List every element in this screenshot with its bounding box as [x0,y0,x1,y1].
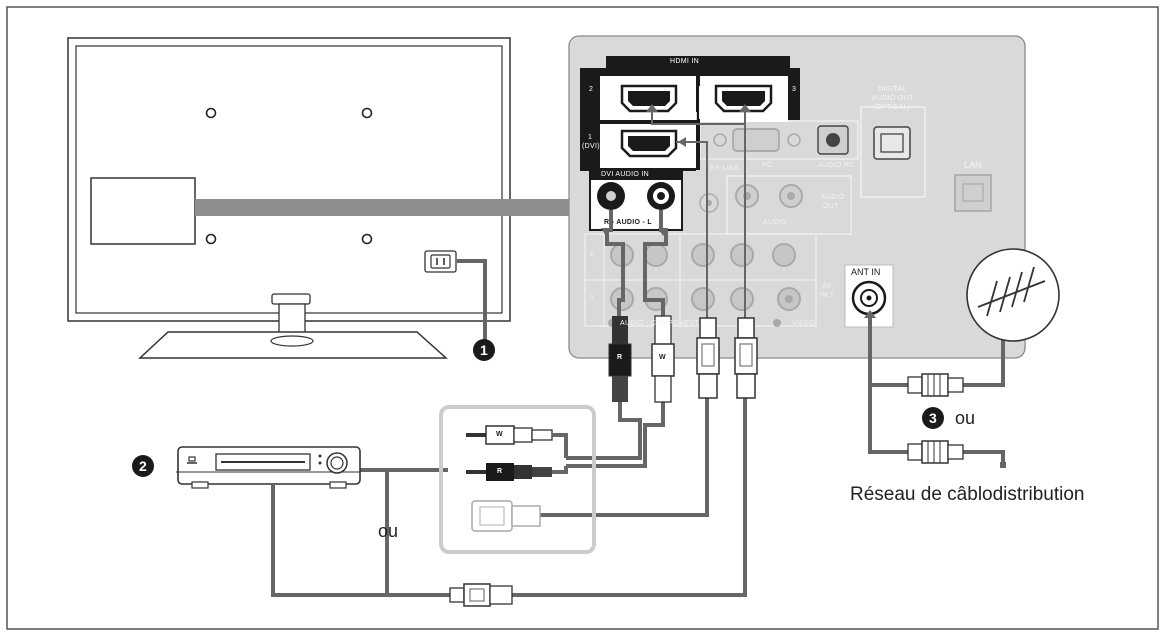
callout-1-badge [473,339,495,361]
audio-out-label-1: AUDIO [821,194,845,201]
callout-2-number: 2 [139,458,147,474]
callout-1-number: 1 [480,342,488,358]
dvi-audio-in-block [589,169,683,231]
plug-r-label: R [617,354,623,361]
box-plug-w-label: W [496,431,503,438]
av-row-2-label: 2 [590,251,595,258]
outer-frame [6,6,1159,630]
tv-terminal-cover [90,177,196,245]
antenna-icon [966,248,1060,342]
or-label-right: ou [955,408,976,428]
hdmi-plug-icon [449,583,513,607]
rca-plug-white-icon [651,315,675,403]
audio-out-jacks [699,175,852,235]
hdmi-in-block [580,56,800,171]
wall-mount-hole-icon [361,107,373,119]
wall-mount-hole-icon [205,233,217,245]
video-label: VIDEO [792,320,816,327]
lan-label: LAN [964,160,982,170]
dvi-audio-in-label: DVI AUDIO IN [601,171,649,178]
audio-out-label-2: OUT [823,203,839,210]
av-in-label-2: IN 1 [820,292,835,299]
dvi-audio-row-label: R - AUDIO - L [604,219,652,226]
coax-plug-icon [907,440,964,464]
source-cables-box [439,405,596,554]
pc-label: PC [762,162,773,169]
rear-panel [568,35,1026,359]
box-plug-r-label: R [497,468,503,475]
hdmi-plug-icon [696,317,720,399]
wall-mount-hole-icon [205,107,217,119]
hdmi-in-label: HDMI IN [670,58,699,65]
route-arrowheads [601,104,876,318]
callout-3-number: 3 [929,410,937,426]
digital-audio-out-label-1: DIGITAL [878,86,907,93]
ant-in-block [844,264,894,328]
power-socket-icon [424,250,457,273]
av-in-label-1: AV [822,283,832,290]
lan-port-icon [954,174,992,212]
hdmi-port-1-label: 1 [588,134,593,141]
hdmi-port-3-label: 3 [792,86,797,93]
audio-row-label: AUDIO - [763,219,792,226]
callout-3-badge [922,407,944,429]
rca-plug-red-icon [466,463,552,481]
hdmi-port-1-dvi-label: (DVI) [582,143,600,150]
tv-rear-view [67,37,511,359]
plug-w-label: W [659,354,666,361]
ex-link-label: EX-LINK [710,165,740,172]
hdmi-routes [651,110,746,320]
knob-icon [326,452,348,474]
component-row-label: AUDIO - COMPONENT [620,320,699,327]
callout-2-badge [132,455,154,477]
network-label: Réseau de câblodistribution [850,484,1085,505]
dvi-plug-icon [471,500,541,532]
ant-in-label: ANT IN [851,267,881,277]
wall-mount-hole-icon [361,233,373,245]
digital-audio-out-label-2: AUDIO OUT [872,95,914,102]
rca-plug-red-icon [608,316,632,402]
av-row-1-label: 1 [590,294,595,301]
tv-stand [138,293,448,359]
optical-port-icon [860,106,926,198]
hdmi-plug-icon [734,317,758,399]
vcr-device [176,446,361,489]
coax-plug-icon [907,373,964,397]
zoom-band [195,199,569,216]
audio-pc-label: AUDIO PC [818,162,855,169]
or-label-left: ou [378,521,399,541]
rca-plug-white-icon [466,425,553,445]
digital-audio-out-label-3: (OPTICAL) [873,104,911,111]
hdmi-port-2-label: 2 [589,86,594,93]
